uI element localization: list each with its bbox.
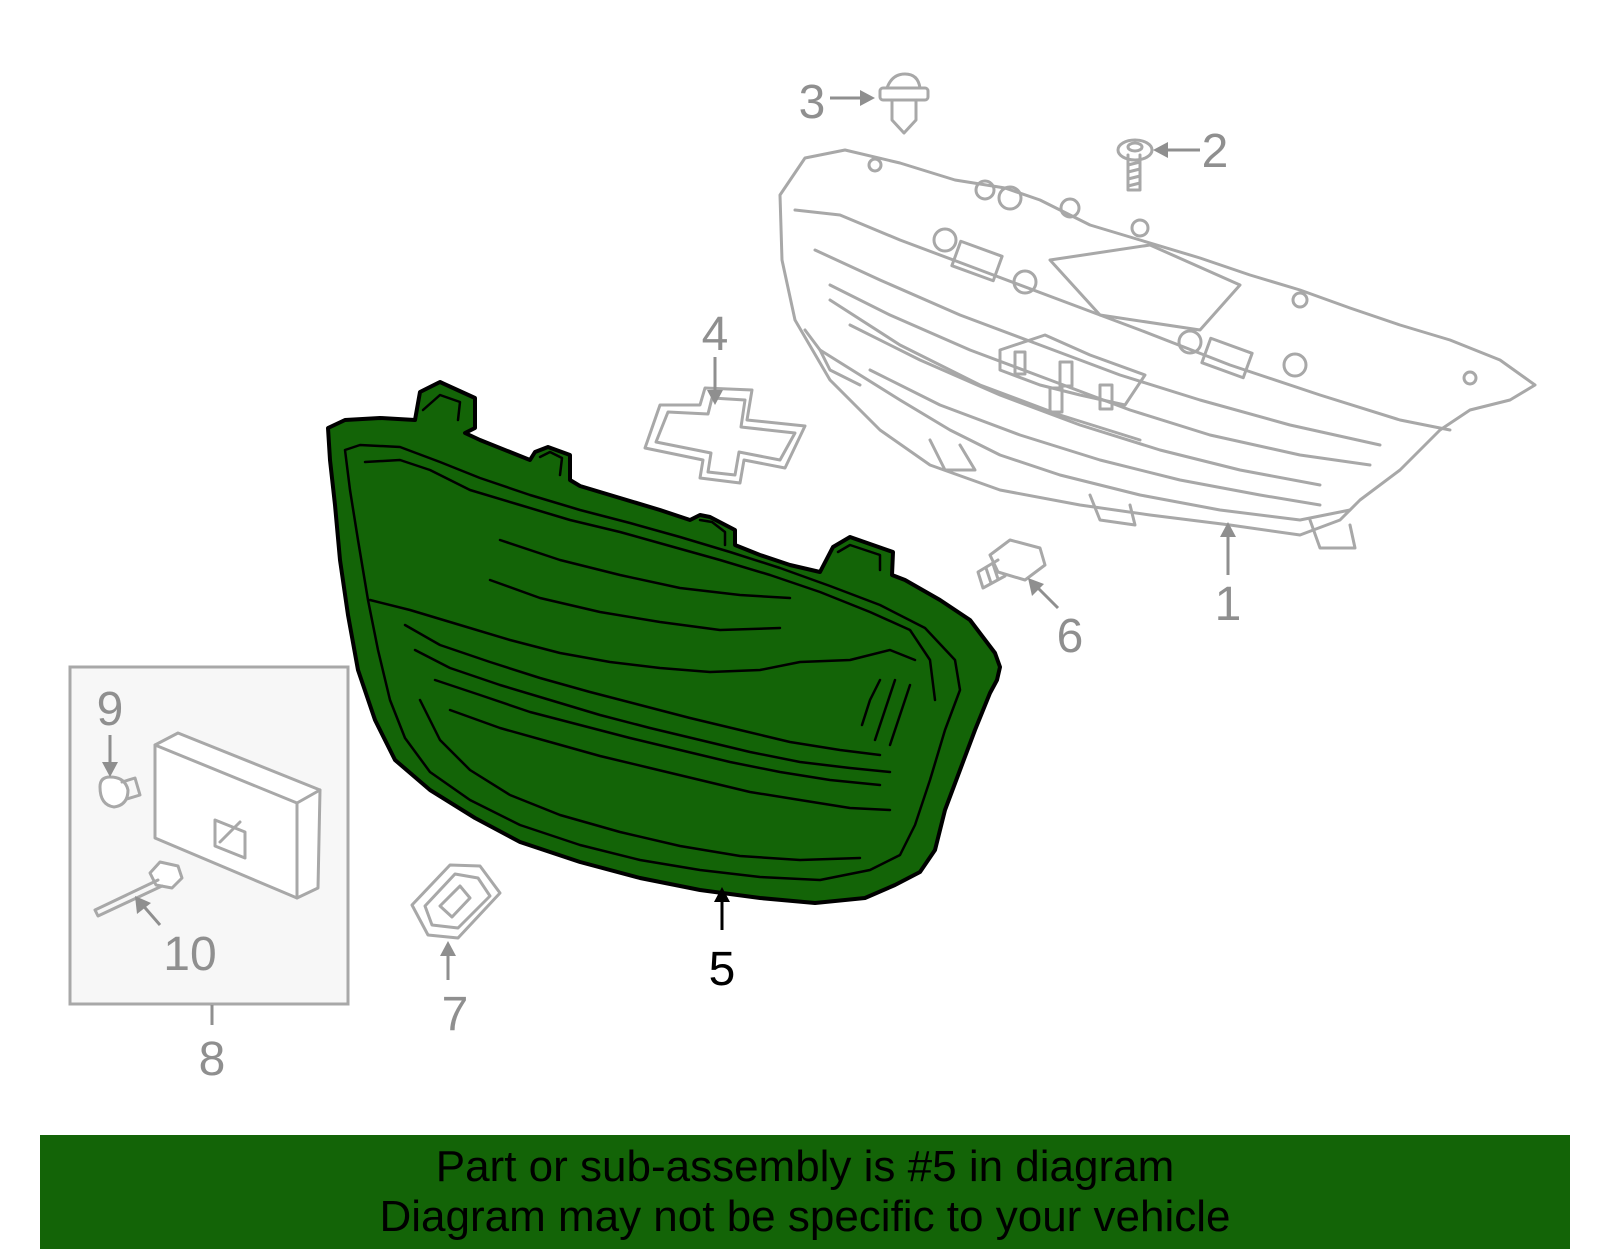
svg-text:7: 7 [442,988,469,1041]
part-3-push-clip [878,72,930,135]
part-4-emblem [643,386,807,485]
part-8-license-bracket-kit [68,665,350,1006]
callout-7: 7 [440,941,468,1041]
callout-6: 6 [1028,578,1083,663]
svg-text:3: 3 [799,76,826,129]
svg-text:2: 2 [1202,125,1229,178]
callout-5: 5 [709,887,736,996]
callout-10: 10 [135,896,217,981]
part-1-grille-housing [778,148,1537,550]
svg-text:1: 1 [1215,578,1242,631]
part-2-bolt [1116,138,1154,192]
callout-8: 8 [199,1005,226,1086]
svg-text:5: 5 [709,943,736,996]
svg-text:10: 10 [163,928,216,981]
svg-text:6: 6 [1057,610,1084,663]
callout-4: 4 [702,308,729,405]
callout-1: 1 [1215,522,1242,631]
banner-line-disclaimer: Diagram may not be specific to your vehi… [379,1192,1231,1241]
part-6-bolt [976,538,1047,590]
callout-2: 2 [1153,125,1228,178]
svg-text:9: 9 [97,683,124,736]
info-banner: Part or sub-assembly is #5 in diagram Di… [40,1135,1570,1249]
callout-9: 9 [97,683,124,777]
svg-text:8: 8 [199,1033,226,1086]
callout-3: 3 [799,76,875,129]
banner-line-part: Part or sub-assembly is #5 in diagram [435,1142,1175,1191]
svg-text:4: 4 [702,308,729,361]
part-7-clip [410,863,502,940]
part-5-grille-highlighted [326,380,1002,905]
